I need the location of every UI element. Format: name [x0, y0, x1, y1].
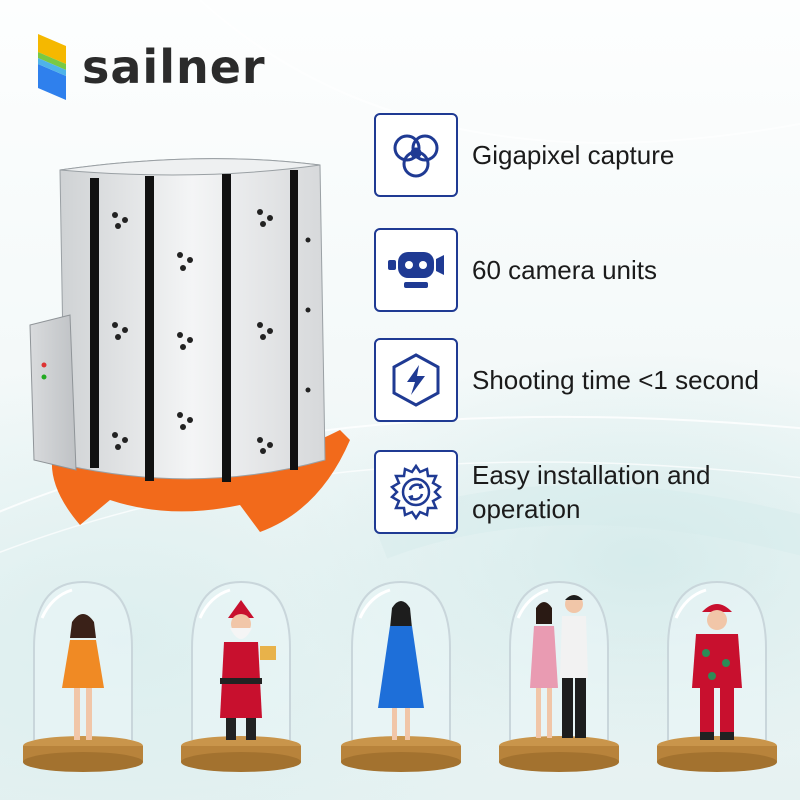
feature-gigapixel: Gigapixel capture [374, 113, 674, 197]
feature-shooting-time: Shooting time <1 second [374, 338, 759, 422]
aperture-icon [374, 113, 458, 197]
figurine-couple [499, 580, 619, 772]
gear-sync-icon [374, 450, 458, 534]
figurine-girl-orange-dress [23, 580, 143, 772]
lightning-icon [374, 338, 458, 422]
camera-robot-icon [374, 228, 458, 312]
brand-name: sailner [82, 40, 266, 94]
feature-label: Gigapixel capture [472, 139, 675, 170]
feature-label: Shooting time <1 second [472, 364, 759, 395]
feature-label: Easy installation and operation [472, 459, 711, 524]
figurine-santa-claus [181, 580, 301, 772]
figurine-child-red-costume [657, 580, 777, 772]
figurine-woman-blue-dress [341, 580, 461, 772]
3d-scanner-booth [29, 158, 350, 532]
feature-easy-installation: Easy installation and operation [374, 450, 762, 534]
sailner-logo-icon [38, 34, 66, 100]
feature-camera-units: 60 camera units [374, 228, 657, 312]
brand-logo: sailner [34, 34, 266, 100]
feature-label: 60 camera units [472, 254, 657, 285]
